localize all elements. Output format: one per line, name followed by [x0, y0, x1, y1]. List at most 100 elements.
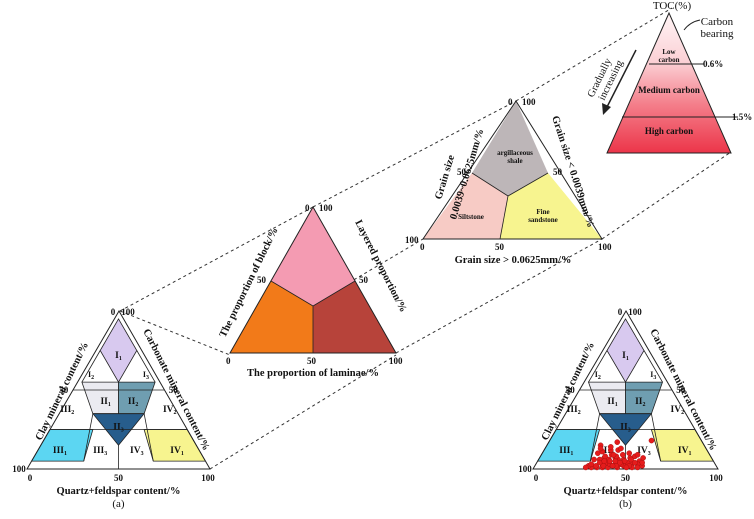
- high-carbon-label: High carbon: [645, 126, 693, 136]
- mineral_b-sample-point: [617, 459, 623, 466]
- mineral_a-tick-bottom-100: 100: [201, 473, 215, 483]
- grain-axis-bottom: Grain size > 0.0625mm/%: [455, 255, 572, 266]
- mineral_a-caption: (a): [112, 498, 125, 510]
- mineral_b-sample-point: [631, 459, 638, 466]
- medium-carbon-label: Medium carbon: [638, 85, 700, 95]
- connector-structure-to-grain-top: [312, 100, 517, 208]
- mineral_a-boundary-2: [81, 350, 101, 383]
- grain-boundary-bottom: [499, 195, 509, 240]
- connector-a-to-structure-right: [209, 354, 397, 470]
- grain-tick-left-100: 100: [405, 235, 419, 245]
- mineral_b-axis-bottom: Quartz+feldspar content/%: [564, 486, 688, 497]
- connector-a-to-structure-top: [119, 206, 314, 312]
- mineral_b-sample-point: [591, 456, 597, 463]
- mineral_b-zone-label-iv3: IV3: [637, 446, 651, 457]
- mineral_b-boundary-6: [651, 413, 662, 462]
- low-carbon-line-2: carbon: [659, 56, 680, 64]
- mineral_b-sample-point: [628, 456, 634, 463]
- structure-zone-layered: [313, 281, 396, 353]
- pyramid-axis-label: TOC(%): [653, 0, 692, 12]
- mineral_a-boundary-3: [136, 350, 156, 383]
- pyramid-body: [606, 11, 732, 154]
- mineral_b-sample-point: [639, 459, 645, 466]
- grain-tick-bottom-100: 100: [598, 242, 612, 252]
- grain-zone-shale: [472, 101, 548, 196]
- mineral_a-tick-left-50: 50: [59, 385, 69, 395]
- grain-zone-shale-label-1: argillaceous: [497, 149, 533, 157]
- connector-grain-to-pyramid-top: [515, 7, 673, 102]
- mineral_b-sample-point: [626, 450, 633, 457]
- mineral_a-tick-top-100: 100: [121, 307, 135, 317]
- mineral_b-sample-point: [619, 451, 626, 458]
- trend-arrowhead-icon: [602, 103, 611, 115]
- grain-zone-sandstone-label-1: Fine: [536, 208, 549, 216]
- mineral_a-outline: [26, 310, 211, 470]
- grain-zone-shale-label-2: shale: [507, 157, 522, 165]
- grain-zone-sandstone: [500, 173, 602, 239]
- mineral_b-zone-label-iii1: III1: [559, 446, 573, 457]
- mineral_a-boundary-5: [83, 413, 94, 462]
- mineral_b-tick-top-0: 0: [618, 307, 623, 317]
- connector-a-to-structure-left: [119, 310, 231, 356]
- mineral_a-zone-label-iv2: IV2: [163, 405, 177, 416]
- mineral_b-sample-point: [582, 464, 589, 471]
- mineral_b-zone-label-i1: I1: [622, 351, 629, 362]
- low-carbon-line-1: Low: [662, 48, 676, 56]
- mineral_b-axis-left: Clay mineral content/%: [540, 341, 597, 443]
- mineral_b-sample-point: [607, 458, 613, 464]
- mineral_b-boundary-5: [589, 413, 600, 462]
- mineral_a-tick-right-50: 50: [169, 385, 179, 395]
- threshold-1-5-label: 1.5%: [732, 112, 752, 122]
- mineral_b-zone-label-iv1: IV1: [678, 446, 692, 457]
- toc-pyramid: TOC(%) Carbon bearing Low carbon Medium …: [586, 0, 752, 154]
- structure-zone-block: [271, 207, 355, 306]
- mineral_b-sample-point: [595, 450, 601, 457]
- mineral_b-sample-point: [588, 461, 595, 468]
- mineral_b-zone-label-iii2: III2: [567, 405, 581, 416]
- mineral_b-sample-point: [597, 445, 604, 452]
- structure-tick-bottom-0: 0: [226, 356, 231, 366]
- mineral_b-sample-point: [640, 455, 646, 461]
- mineral_a-zone-label-ii3: II3: [113, 422, 123, 433]
- trend-arrow-icon: [606, 49, 637, 108]
- mineral_a-zone-label-iii2: III2: [60, 405, 74, 416]
- mineral_b-sample-point: [600, 463, 607, 469]
- mineral_b-sample-point: [607, 444, 614, 450]
- dashed-connectors: [119, 7, 732, 470]
- grain-zone-sandstone-label-2: sandstone: [528, 216, 558, 224]
- mineral_b-tick-bottom-50: 50: [621, 473, 631, 483]
- mineral_b-tick-right-50: 50: [676, 385, 686, 395]
- mineral_a-boundary-6: [143, 413, 154, 462]
- grain-tick-top-0: 0: [508, 97, 513, 107]
- grain-size-triangle: argillaceous shale Siltstone Fine sandst…: [405, 97, 612, 266]
- grain-tick-left-50: 50: [457, 167, 467, 177]
- mineral_b-boundary-3: [643, 350, 663, 383]
- mineral_b-tick-left-100: 100: [518, 464, 532, 474]
- grain-tick-bottom-0: 0: [420, 242, 425, 252]
- mineral_b-sample-point: [609, 463, 616, 469]
- mineral_b-sample-point: [618, 445, 624, 452]
- structure-tick-bottom-50: 50: [307, 356, 317, 366]
- mineral_a-tick-top-0: 0: [111, 307, 116, 317]
- mineral_b-sample-point: [648, 437, 655, 444]
- mineral_b-sample-point: [601, 458, 608, 464]
- mineral_b-sample-point: [614, 439, 621, 445]
- mineral_a-tick-bottom-50: 50: [114, 473, 124, 483]
- mineral_a-zone-label-iii3: III3: [93, 446, 107, 457]
- structure-tick-top-0: 0: [305, 203, 310, 213]
- mineral_b-sample-point: [593, 463, 599, 469]
- structure-zone-laminae: [230, 281, 313, 353]
- structure-tick-right-50: 50: [359, 275, 369, 285]
- mineral_a-axis-bottom: Quartz+feldspar content/%: [57, 486, 181, 497]
- grain-tick-right-50: 50: [553, 167, 563, 177]
- threshold-0-6-label: 0.6%: [703, 59, 723, 69]
- mineral_b-boundary-2: [588, 350, 608, 383]
- structure-tick-left-50: 50: [257, 275, 267, 285]
- mineral-triangle-b: I1I2I3II1II2II3III1III2III3IV1IV2IV30100…: [518, 307, 723, 510]
- mineral_b-zone-label-ii1: II1: [607, 397, 617, 408]
- carbon-label-line-2: bearing: [701, 28, 734, 40]
- mineral_b-zone-label-ii2: II2: [635, 397, 645, 408]
- mineral_b-sample-point: [634, 464, 641, 471]
